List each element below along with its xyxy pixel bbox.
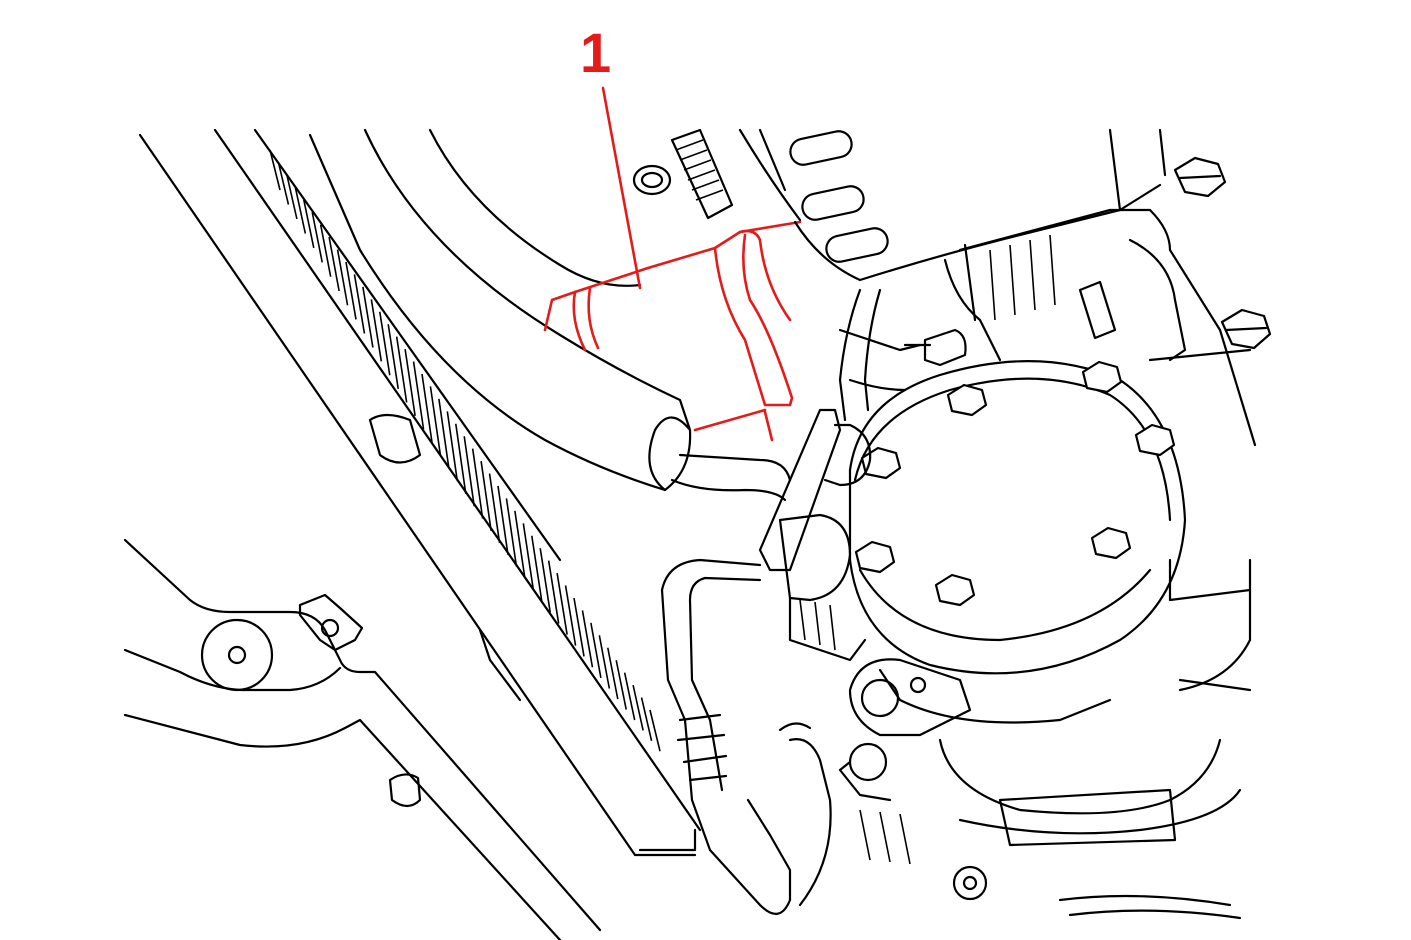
radiator-fin-line xyxy=(286,174,298,220)
radiator-fin-line xyxy=(497,485,509,555)
radiator-fins xyxy=(269,149,661,752)
radiator-fin-line xyxy=(319,224,332,277)
radiator-fin-line xyxy=(353,274,366,334)
radiator-fin-line xyxy=(438,398,450,469)
radiator-fin-line xyxy=(606,647,619,700)
radiator-fin-line xyxy=(302,199,315,249)
callout-label: 1 xyxy=(580,21,611,84)
cover-bolt-6 xyxy=(854,540,896,574)
radiator-fin-line xyxy=(514,510,526,579)
cover-bolt-2 xyxy=(946,383,988,417)
mounting-ear xyxy=(838,658,972,802)
radiator-fin-line xyxy=(345,261,357,320)
radiator-fin-line xyxy=(412,361,425,430)
cover-bolt-1 xyxy=(860,446,902,480)
radiator-fin-line xyxy=(463,436,476,507)
radiator-fin-line xyxy=(556,572,568,635)
vacuum-hose xyxy=(838,288,967,422)
radiator-fin-line xyxy=(395,336,408,403)
radiator-fin-line xyxy=(590,622,602,679)
radiator-fin-line xyxy=(421,373,433,443)
radiator-fin-line xyxy=(480,460,492,531)
radiator-fin-line xyxy=(429,386,442,456)
radiator-fin-line xyxy=(454,423,467,494)
cover-bolt-7 xyxy=(934,573,976,607)
radiator-fin-line xyxy=(378,311,391,376)
radiator-fin-line xyxy=(615,660,628,710)
callout-1: 1 xyxy=(580,21,642,290)
radiator-fin-line xyxy=(404,348,416,416)
bracket-arm xyxy=(758,408,872,662)
pump-cover xyxy=(848,360,1187,724)
radiator-fin-line xyxy=(581,610,594,668)
radiator-fin-line xyxy=(547,560,560,624)
radiator-fin-line xyxy=(640,697,653,742)
radiator-fin-line xyxy=(522,523,535,590)
radiator-fin-line xyxy=(573,597,585,657)
radiator-fin-line xyxy=(370,299,383,362)
cover-bolt-5 xyxy=(1090,526,1132,560)
block-bolt-1 xyxy=(1173,156,1227,198)
radiator-fin-line xyxy=(649,709,661,752)
radiator-fin-line xyxy=(277,162,290,205)
radiator-fin-line xyxy=(362,286,374,348)
radiator-fin-line xyxy=(471,448,484,519)
radiator-fin-line xyxy=(505,498,518,567)
hose-coupling-highlighted xyxy=(543,220,802,442)
radiator-fin-line xyxy=(269,149,281,191)
radiator-fin-line xyxy=(446,411,459,482)
radiator-fin-line xyxy=(294,187,307,234)
radiator-fin-line xyxy=(328,236,340,292)
radiator-fin-line xyxy=(632,684,644,731)
radiator-fin-line xyxy=(564,585,577,646)
radiator-fin-line xyxy=(336,249,349,306)
block-bolt-2 xyxy=(1220,308,1272,350)
lower-bracket xyxy=(123,538,602,940)
cover-bolt-3 xyxy=(1081,360,1123,394)
lower-housing xyxy=(859,558,1252,920)
radiator-fin-line xyxy=(387,324,400,389)
radiator-fin-line xyxy=(311,212,324,263)
radiator-fin-line xyxy=(598,635,611,689)
heat-shield xyxy=(738,128,1167,282)
radiator-fin-line xyxy=(488,473,501,543)
radiator-core xyxy=(138,128,702,857)
upper-hose xyxy=(308,128,692,492)
radiator-fin-line xyxy=(623,672,636,721)
radiator-fin-line xyxy=(530,535,543,602)
engine-block xyxy=(943,208,1257,447)
threaded-stud xyxy=(632,128,734,220)
radiator-fin-line xyxy=(539,548,552,613)
cover-bolt-4 xyxy=(1134,423,1176,457)
coolant-tube xyxy=(660,453,832,915)
